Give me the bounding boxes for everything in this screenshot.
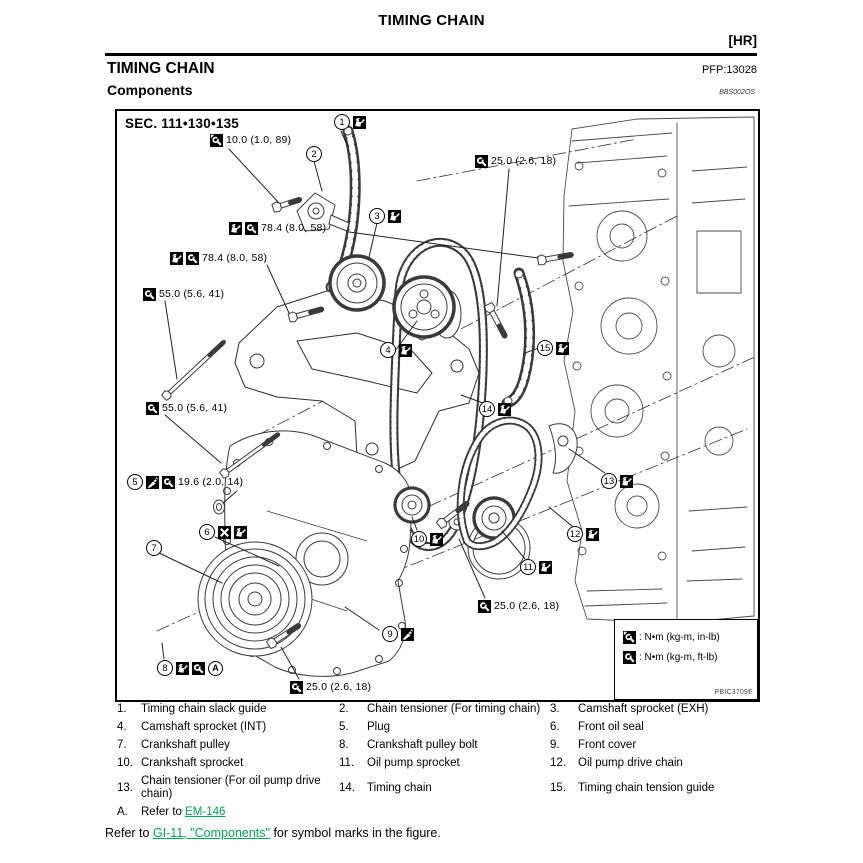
- oil-icon: [586, 528, 599, 541]
- parts-row: 10.Crankshaft sprocket 11.Oil pump sproc…: [117, 757, 683, 769]
- em-146-link[interactable]: EM-146: [185, 806, 226, 818]
- oil-icon: [353, 116, 366, 129]
- plug: [213, 499, 225, 515]
- oil-icon: [556, 342, 569, 355]
- callout-5: 5 19.6 (2.0, 14): [127, 474, 243, 490]
- torque-inlb-icon: [623, 631, 636, 644]
- torque-legend: : N•m (kg-m, in-lb) : N•m (kg-m, ft-lb) …: [614, 619, 758, 700]
- bolts: [161, 196, 574, 650]
- sealant-icon: [146, 476, 159, 489]
- legend-row-inlb: : N•m (kg-m, in-lb): [623, 630, 720, 644]
- callout-11: 11: [520, 559, 552, 575]
- callout-2: 2: [306, 146, 322, 162]
- torque-ftlb-icon: [143, 288, 156, 301]
- section-tag: [HR]: [728, 33, 758, 48]
- callout-6: 6: [199, 524, 247, 540]
- footer-reference: Refer to GI-11, "Components" for symbol …: [105, 826, 441, 840]
- camshaft-sprocket-exh: [328, 254, 386, 312]
- camshaft-sprocket-int: [392, 275, 462, 339]
- callout-7: 7: [146, 540, 162, 556]
- parts-list: 1.Timing chain slack guide 2.Chain tensi…: [115, 703, 763, 824]
- callout-3: 3: [369, 208, 401, 224]
- crankshaft-pulley: [197, 541, 313, 657]
- header-divider: [105, 53, 757, 56]
- oil-icon: [234, 526, 247, 539]
- torque-label-55b: 55.0 (5.6, 41): [146, 401, 227, 415]
- callout-8: 8 A: [157, 660, 223, 676]
- oil-pump-chain-tensioner: [548, 423, 578, 474]
- ref-a-badge: A: [208, 660, 223, 676]
- footer-suffix: for symbol marks in the figure.: [269, 826, 441, 840]
- oil-pump-drive-chain: [456, 416, 543, 551]
- oil-icon: [399, 344, 412, 357]
- torque-label-25b: 25.0 (2.6, 18): [478, 599, 559, 613]
- callout-15: 15: [537, 340, 569, 356]
- leader-lines: [158, 130, 606, 680]
- callout-4: 4: [380, 342, 412, 358]
- torque-label-78a: 78.4 (8.0, 58): [229, 221, 326, 235]
- torque-ftlb-icon: [245, 222, 258, 235]
- note-a-row: A. Refer to EM-146: [117, 806, 226, 818]
- torque-ftlb-icon: [162, 476, 175, 489]
- parts-row: 7.Crankshaft pulley 8.Crankshaft pulley …: [117, 739, 637, 751]
- sealant-icon: [401, 628, 414, 641]
- gi-11-components-link[interactable]: GI-11, "Components": [152, 826, 270, 840]
- torque-ftlb-icon: [623, 651, 636, 664]
- oil-icon: [388, 210, 401, 223]
- subsection-title: Components: [107, 82, 193, 98]
- callout-12: 12: [567, 526, 599, 542]
- callout-9: 9: [382, 626, 414, 642]
- oil-icon: [170, 252, 183, 265]
- section-title: TIMING CHAIN: [107, 60, 215, 77]
- replace-icon: [218, 526, 231, 539]
- note-a-prefix: Refer to: [141, 806, 186, 818]
- parts-row: 13.Chain tensioner (For oil pump drive c…: [117, 775, 715, 800]
- callout-10: 10: [411, 531, 443, 547]
- page-title: TIMING CHAIN: [378, 12, 485, 29]
- oil-icon: [620, 475, 633, 488]
- legend-row-ftlb: : N•m (kg-m, ft-lb): [623, 650, 718, 664]
- figure-image-id: PBIC3709E: [714, 689, 753, 696]
- oil-icon: [498, 403, 511, 416]
- torque-label-25c: 25.0 (2.6, 18): [290, 680, 371, 694]
- footer-prefix: Refer to: [105, 826, 153, 840]
- chain-tensioner: [296, 192, 350, 232]
- timing-chain-tension-guide: [501, 267, 536, 409]
- torque-ftlb-icon: [478, 600, 491, 613]
- torque-ftlb-icon: [192, 662, 205, 675]
- oil-icon: [539, 561, 552, 574]
- torque-label-25a: 25.0 (2.6, 18): [475, 154, 556, 168]
- callout-14: 14: [479, 401, 511, 417]
- parts-row: 1.Timing chain slack guide 2.Chain tensi…: [117, 703, 709, 715]
- pfp-code: PFP:13028: [701, 64, 757, 76]
- torque-inlb-icon: [210, 134, 223, 147]
- oil-icon: [176, 662, 189, 675]
- torque-ftlb-icon: [146, 402, 159, 415]
- doc-code: BBS002OS: [719, 89, 755, 96]
- components-figure: SEC. 111•130•135 10.0 (1.0, 89) 78.4 (8.…: [115, 109, 760, 702]
- torque-ftlb-icon: [186, 252, 199, 265]
- parts-row: 4.Camshaft sprocket (INT) 5.Plug 6.Front…: [117, 721, 644, 733]
- engine-block: [562, 116, 755, 624]
- crankshaft-sprocket: [393, 486, 431, 524]
- torque-label-78b: 78.4 (8.0, 58): [170, 251, 267, 265]
- torque-label-55a: 55.0 (5.6, 41): [143, 287, 224, 301]
- sec-label: SEC. 111•130•135: [125, 116, 239, 131]
- torque-ftlb-icon: [290, 681, 303, 694]
- oil-icon: [430, 533, 443, 546]
- torque-ftlb-icon: [475, 155, 488, 168]
- callout-1: 1: [334, 114, 366, 130]
- exploded-engine-art: [156, 116, 758, 680]
- torque-label-10: 10.0 (1.0, 89): [210, 133, 291, 147]
- oil-icon: [229, 222, 242, 235]
- callout-13: 13: [601, 473, 633, 489]
